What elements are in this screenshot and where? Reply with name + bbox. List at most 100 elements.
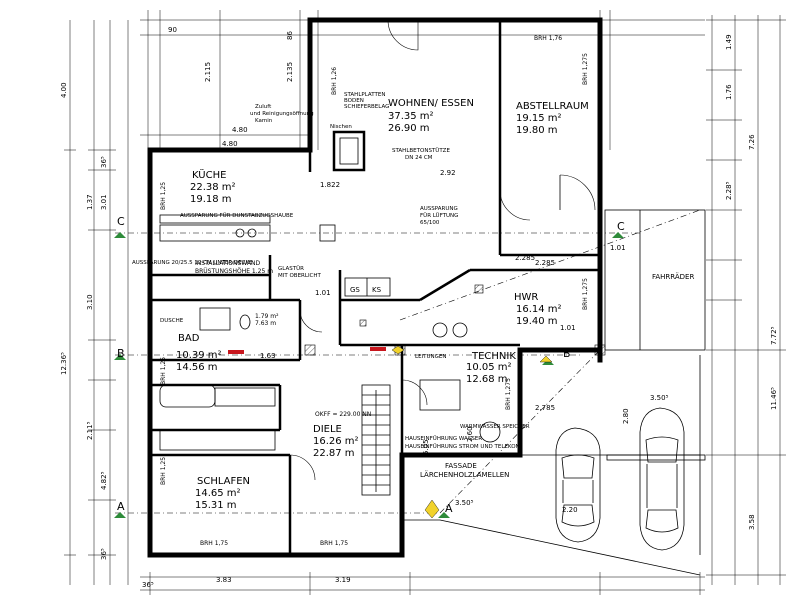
svg-text:1.01: 1.01 [315, 289, 331, 297]
label-reinigung: und Reinigungsöffnung [250, 111, 314, 117]
axis-c-right: C [617, 220, 625, 233]
svg-text:2.135: 2.135 [286, 62, 294, 82]
label-installationswand: INSTALLATIONSWAND [195, 260, 260, 267]
label-laerchen: LÄRCHENHOLZLAMELLEN [420, 470, 509, 479]
label-brh-176: BRH 1,76 [534, 35, 562, 42]
room-perimeter-technik: 12.68 m [466, 374, 508, 385]
axis-marker-a-left [114, 512, 126, 518]
label-wc-size: 1.79 m² [255, 313, 279, 320]
label-fassade: FASSADE [445, 462, 477, 470]
bathroom-fixtures [159, 307, 276, 451]
dimension-lines [64, 10, 786, 595]
label-brh-125-b: BRH 1,25 [160, 357, 167, 385]
axis-lines [115, 209, 701, 514]
staircase [361, 384, 391, 496]
label-schieferbelag: SCHIEFERBELAG [344, 104, 389, 110]
room-area-technik: 10.05 m² [466, 362, 512, 373]
carport [402, 209, 706, 576]
label-warmwasser: WARMWASSER SPEICHER [460, 424, 530, 430]
room-perimeter-abstell: 19.80 m [516, 125, 558, 136]
room-perimeter-schlafen: 15.31 m [195, 500, 237, 511]
label-brh-125-a: BRH 1,25 [160, 182, 167, 210]
axis-b-left: B [117, 347, 125, 360]
svg-text:3.50⁵: 3.50⁵ [650, 394, 669, 402]
svg-text:86: 86 [286, 31, 294, 40]
svg-text:3.01: 3.01 [100, 194, 108, 210]
svg-text:4.00: 4.00 [60, 82, 68, 98]
exterior-walls [147, 17, 603, 558]
axis-b-right: B [563, 347, 571, 360]
axis-marker-b-left [114, 354, 126, 360]
svg-text:1.37: 1.37 [86, 194, 94, 210]
svg-text:1.76: 1.76 [725, 84, 733, 100]
level-marker-2 [424, 499, 440, 519]
axis-letters: C B A C B A [117, 215, 625, 515]
svg-text:1.49: 1.49 [725, 34, 733, 50]
room-name-schlafen: SCHLAFEN [197, 476, 250, 487]
room-area-hwr: 16.14 m² [516, 304, 562, 315]
room-perimeter-wohnen: 26.90 m [388, 123, 430, 134]
label-oberlicht: MIT OBERLICHT [278, 273, 322, 279]
label-hausanschluss-wasser: HAUSEINFÜHRUNG WASSER [405, 435, 482, 442]
room-name-diele: DIELE [313, 424, 342, 435]
label-aussparung-kueche: AUSSPARUNG FÜR DUNSTABZUGSHAUBE [180, 212, 294, 219]
room-perimeter-hwr: 19.40 m [516, 316, 558, 327]
room-name-bad: BAD [178, 333, 200, 344]
room-perimeter-bad: 14.56 m [176, 362, 218, 373]
label-leitungen: LEITUNGEN [415, 354, 447, 360]
label-stahlplatten: STAHLPLATTEN [344, 92, 385, 98]
label-aussparung-wc: AUSSPARUNG 20/25.5 12 CM UNTER DECKE [132, 260, 253, 266]
svg-text:2.60: 2.60 [466, 426, 474, 442]
svg-text:4.80: 4.80 [222, 140, 238, 148]
svg-text:12.36⁵: 12.36⁵ [60, 352, 68, 375]
svg-text:2.80: 2.80 [622, 408, 630, 424]
room-area-abstell: 19.15 m² [516, 113, 562, 124]
svg-text:7.26: 7.26 [748, 134, 756, 150]
label-brh-1275-b: BRH 1,275 [582, 278, 589, 310]
svg-text:7.72⁵: 7.72⁵ [770, 326, 778, 345]
label-brh-175-b: BRH 1,75 [320, 540, 348, 547]
axis-marker-c-right [612, 232, 624, 238]
label-ks: KS [372, 286, 382, 294]
label-fuer-lueftung: FÜR LÜFTUNG [420, 212, 458, 219]
axis-markers [114, 232, 624, 519]
svg-text:3.83: 3.83 [216, 576, 232, 584]
svg-text:2.92: 2.92 [440, 169, 456, 177]
label-zuluft: Zuluft [255, 104, 272, 110]
car-right [639, 407, 685, 551]
svg-text:3.50⁵: 3.50⁵ [455, 499, 474, 507]
svg-text:90: 90 [168, 26, 177, 34]
label-fahrrader: FAHRRÄDER [652, 272, 694, 281]
room-name-hwr: HWR [514, 292, 538, 303]
room-name-wohnen: WOHNEN/ ESSEN [388, 98, 474, 109]
svg-text:36⁵: 36⁵ [100, 156, 108, 168]
room-perimeter-kueche: 19.18 m [190, 194, 232, 205]
doors [289, 19, 596, 481]
kitchen-counter [159, 214, 336, 242]
level-marker-1 [391, 345, 405, 355]
label-nischen: Nischen [330, 124, 352, 130]
label-brh-1275-c: BRH 1,275 [505, 378, 512, 410]
annotations: FAHRRÄDER FASSADE LÄRCHENHOLZLAMELLEN IN… [132, 35, 694, 547]
room-area-bad: 10.39 m² [176, 350, 222, 361]
label-aussparung: AUSSPARUNG [420, 206, 458, 212]
room-area-diele: 16.26 m² [313, 436, 359, 447]
axis-marker-c-left [114, 232, 126, 238]
label-okff: OKFF = 229.00 NN [315, 411, 371, 418]
car-left [555, 427, 601, 543]
svg-text:2.285: 2.285 [535, 259, 555, 267]
svg-text:3.19: 3.19 [335, 576, 351, 584]
label-wc-perim: 7.63 m [255, 320, 276, 327]
label-brh-175-a: BRH 1,75 [200, 540, 228, 547]
label-dusche: DUSCHE [160, 318, 184, 324]
svg-text:4.82⁵: 4.82⁵ [100, 471, 108, 490]
svg-text:2.28⁵: 2.28⁵ [725, 181, 733, 200]
room-name-abstell: ABSTELLRAUM [516, 101, 589, 112]
technical-equipment [419, 322, 501, 443]
svg-text:2.115: 2.115 [204, 62, 212, 82]
label-kamin: Kamin [255, 118, 273, 124]
red-markers [228, 347, 386, 354]
room-perimeter-diele: 22.87 m [313, 448, 355, 459]
axis-a-right: A [445, 502, 453, 515]
